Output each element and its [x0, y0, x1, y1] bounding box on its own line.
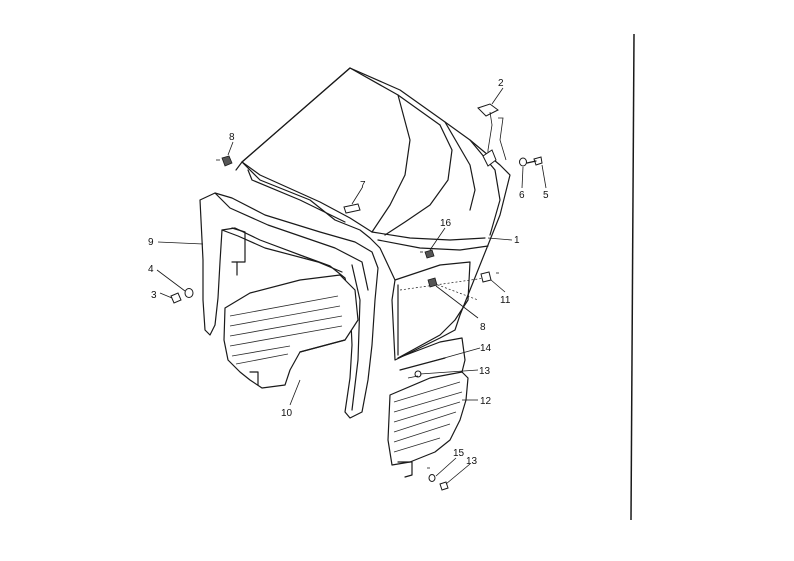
nut-part-16	[424, 249, 435, 259]
washer-part-6	[519, 157, 527, 167]
washer-part-4	[184, 288, 194, 298]
callout-7: 7	[360, 180, 366, 191]
lower-grille-part-10	[223, 274, 359, 389]
callout-8-lower: 8	[480, 322, 486, 333]
callout-labels: 1 2 3 4 5 6 7 8 8 9 10 11 12 13 13 14 15…	[148, 78, 549, 467]
rear-frame-part-9	[199, 192, 379, 419]
callout-4: 4	[148, 264, 154, 275]
callout-11: 11	[500, 295, 511, 306]
nut-part-8-upper	[221, 155, 233, 167]
nut-part-11	[480, 271, 492, 283]
callout-10: 10	[281, 408, 293, 419]
callout-1: 1	[514, 235, 520, 246]
callout-8-upper: 8	[229, 132, 235, 143]
clip-part-7	[343, 203, 361, 214]
bracket-part-2	[477, 103, 507, 167]
washer-part-15	[428, 474, 436, 482]
hood-cover-part-1	[235, 67, 511, 361]
callout-15: 15	[453, 448, 465, 459]
callout-13-upper: 13	[479, 366, 491, 377]
callout-12: 12	[480, 396, 492, 407]
callout-2: 2	[498, 78, 504, 89]
callout-14: 14	[480, 343, 492, 354]
bolt-part-5	[526, 156, 543, 166]
bolt-part-3	[170, 292, 182, 304]
leader-lines	[156, 87, 547, 485]
page-margin-line	[630, 33, 635, 521]
nut-part-8-lower	[427, 277, 438, 288]
callout-3: 3	[151, 290, 157, 301]
callout-9: 9	[148, 237, 154, 248]
front-grille-part-12	[387, 337, 469, 478]
callout-6: 6	[519, 190, 525, 201]
callout-16: 16	[440, 218, 452, 229]
tick-marks	[216, 159, 499, 469]
callout-5: 5	[543, 190, 549, 201]
callout-13-lower: 13	[466, 456, 478, 467]
